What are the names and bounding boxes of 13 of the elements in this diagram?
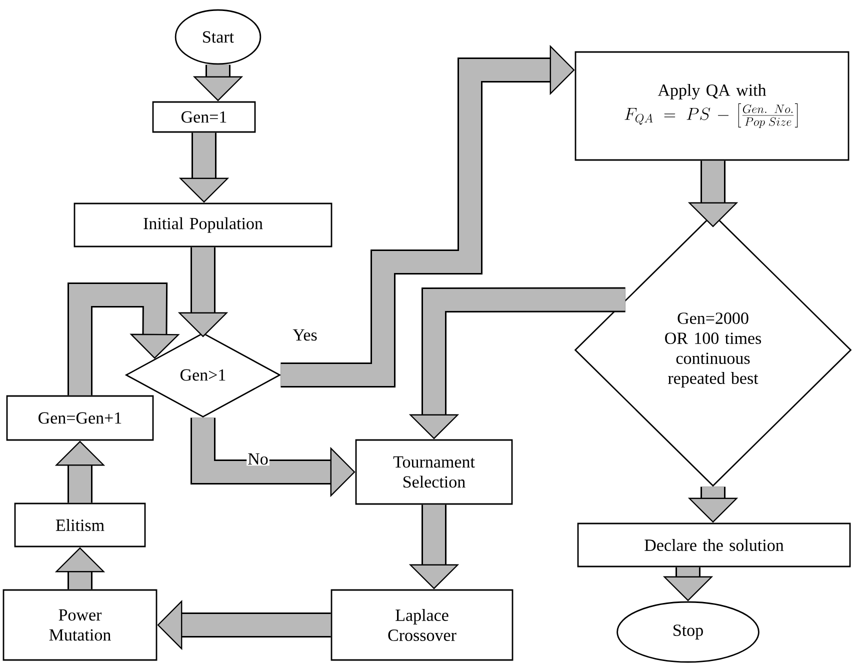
edge-label: Yes — [292, 328, 318, 342]
edge-label: No — [246, 452, 270, 466]
process-box: Elitism — [14, 502, 146, 548]
process-box: Initial Population — [74, 202, 332, 248]
block-arrow — [68, 282, 180, 396]
process-box: Power Mutation — [2, 589, 158, 661]
process-box: Gen=Gen+1 — [6, 395, 154, 441]
process-box: Declare the solution — [577, 522, 851, 568]
process-box: Laplace Crossover — [330, 589, 514, 661]
process-box: Tournament Selection — [355, 439, 513, 505]
process-box: Apply QA with $F_{QA}=PS-\left[\frac{Gen.\;\;No.}{Pop\;Size}\right]$ — [574, 51, 850, 161]
block-arrow — [280, 44, 575, 388]
process-box: Gen=1 — [152, 101, 256, 133]
